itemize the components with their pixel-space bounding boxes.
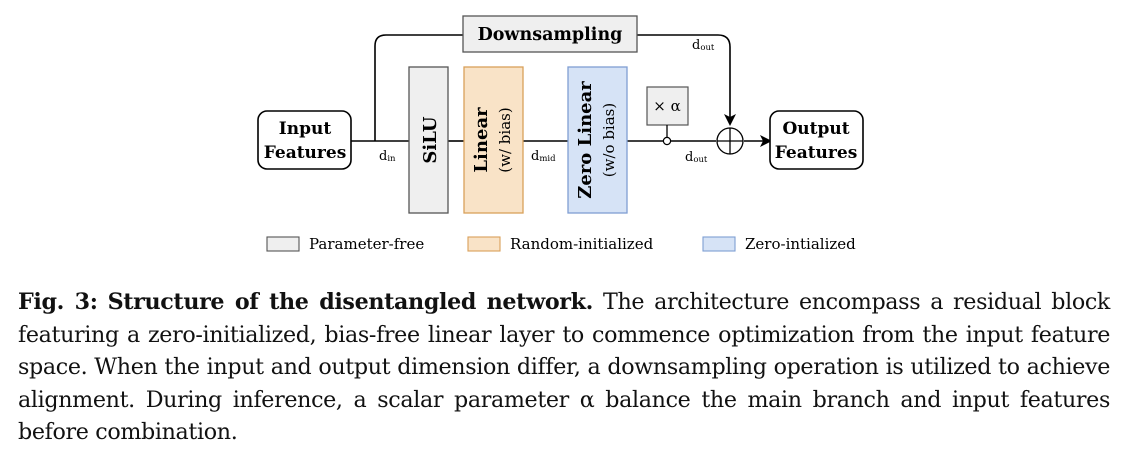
legend-item-parameter-free: Parameter-free <box>266 235 424 253</box>
output-label-line1: Output <box>782 119 849 139</box>
silu-rect <box>408 66 449 214</box>
network-diagram: Input Features Downsampling SiLU Linear … <box>257 15 864 253</box>
scale-node: × α <box>646 86 689 146</box>
output-features-node: Output Features <box>769 110 864 170</box>
legend-item-random-initialized: Random-initialized <box>467 235 654 253</box>
caption-label: Fig. 3: <box>18 289 98 315</box>
zero-linear-title: Zero Linear <box>575 81 596 199</box>
legend-label: Zero-intialized <box>745 235 856 253</box>
figure-caption: Fig. 3: Structure of the disentangled ne… <box>18 286 1110 449</box>
linear-block: Linear (w/ bias) <box>463 66 524 214</box>
input-label-line2: Features <box>264 143 347 163</box>
linear-subtitle: (w/ bias) <box>496 107 514 172</box>
scale-label: × α <box>653 97 680 115</box>
residual-path-left <box>374 34 463 141</box>
downsampling-node: Downsampling <box>462 15 638 53</box>
legend-label: Parameter-free <box>309 235 424 253</box>
zero-linear-block: Zero Linear (w/o bias) <box>567 66 628 214</box>
zero-linear-subtitle: (w/o bias) <box>600 103 618 177</box>
legend-item-zero-initialized: Zero-intialized <box>702 235 856 253</box>
silu-label: SiLU <box>420 116 441 164</box>
silu-block: SiLU <box>408 66 449 214</box>
input-label-line1: Input <box>279 119 332 139</box>
caption-text: The architecture encompass a residual bl… <box>18 289 1111 446</box>
dim-label-mid: dmid <box>531 149 556 164</box>
linear-title: Linear <box>471 107 492 173</box>
downsampling-label: Downsampling <box>478 25 623 45</box>
dim-label-in: din <box>379 149 396 164</box>
sum-node <box>716 127 744 155</box>
dim-label-out-main: dout <box>685 150 708 165</box>
dim-label-out-residual: dout <box>692 38 715 53</box>
linear-rect <box>463 66 524 214</box>
residual-path-right <box>637 34 736 126</box>
output-label-line2: Features <box>775 143 858 163</box>
caption-title: Structure of the disentangled network. <box>107 289 594 315</box>
zero-linear-rect <box>567 66 628 214</box>
legend-label: Random-initialized <box>510 235 654 253</box>
legend: Parameter-free Random-initialized Zero-i… <box>266 235 856 253</box>
scale-junction <box>662 136 672 146</box>
input-features-node: Input Features <box>257 110 352 170</box>
